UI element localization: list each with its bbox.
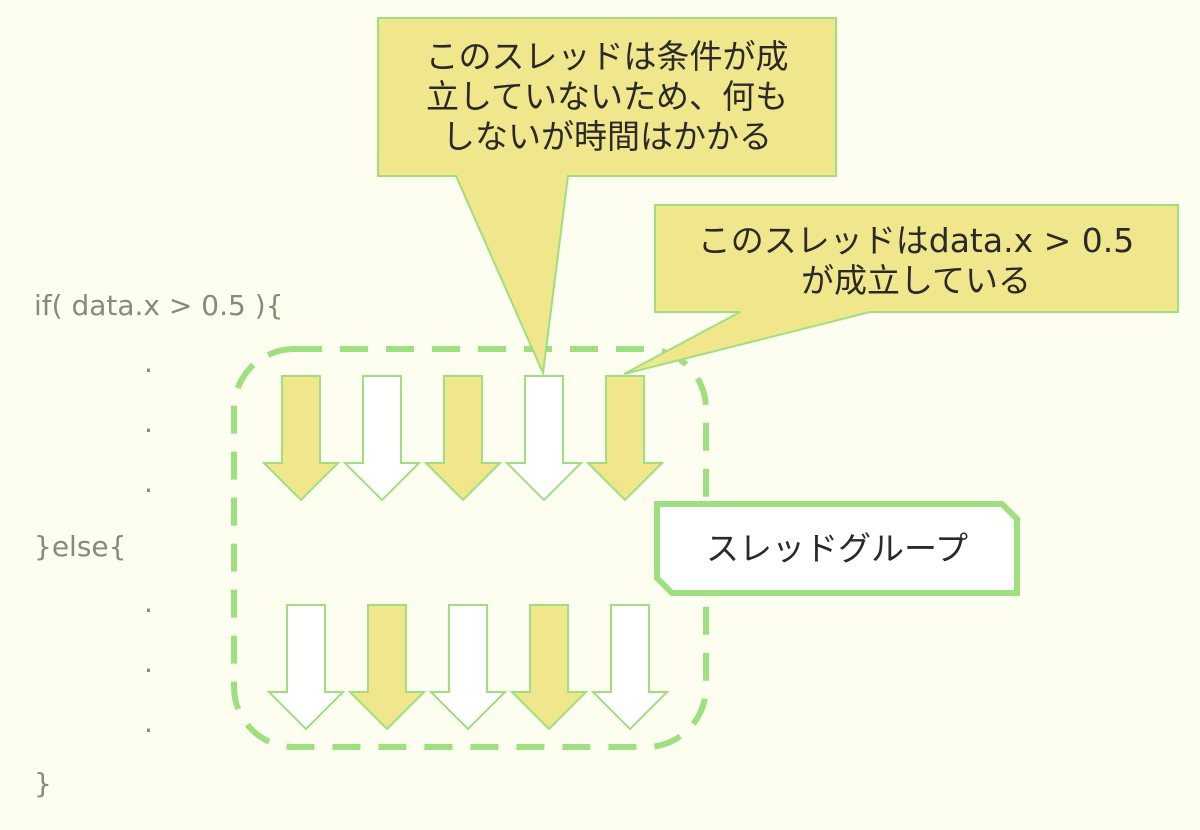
thread-arrow-active xyxy=(261,375,341,502)
thread-arrow-active xyxy=(585,375,665,502)
thread-arrows xyxy=(261,375,670,731)
code-line-if: if( data.x > 0.5 ){ xyxy=(34,289,283,322)
code-block: if( data.x > 0.5 ){ . . . }else{ . . . } xyxy=(34,289,283,800)
callout-active-thread: このスレッドはdata.x > 0.5 が成立している xyxy=(623,204,1179,375)
thread-arrow-inactive xyxy=(504,375,584,502)
code-line-dot: . xyxy=(144,706,153,739)
thread-arrow-active xyxy=(423,375,503,502)
code-line-dot: . xyxy=(144,466,153,499)
thread-group-label-text: スレッドグループ xyxy=(706,529,968,568)
code-line-close: } xyxy=(34,767,52,800)
thread-arrow-inactive xyxy=(266,604,346,731)
thread-arrow-inactive xyxy=(590,604,670,731)
thread-arrow-active xyxy=(347,604,427,731)
callout-inactive-thread: このスレッドは条件が成 立していないため、何も しないが時間はかかる xyxy=(377,17,837,377)
thread-group-label: スレッドグループ xyxy=(654,501,1020,596)
code-line-else: }else{ xyxy=(34,530,126,563)
thread-group-border xyxy=(231,346,709,750)
callout-inactive-shape xyxy=(377,17,837,377)
callout-active-line: が成立している xyxy=(801,261,1031,300)
code-line-dot: . xyxy=(144,346,153,379)
callout-active-line: このスレッドはdata.x > 0.5 xyxy=(698,221,1134,260)
thread-group-label-box xyxy=(654,501,1020,596)
callout-inactive-line: 立していないため、何も xyxy=(426,77,788,116)
callout-active-shape xyxy=(623,204,1179,375)
thread-arrow-active xyxy=(509,604,589,731)
code-line-dot: . xyxy=(144,586,153,619)
thread-arrow-inactive xyxy=(342,375,422,502)
callout-inactive-line: このスレッドは条件が成 xyxy=(426,37,789,76)
callout-inactive-line: しないが時間はかかる xyxy=(442,117,772,156)
thread-arrow-inactive xyxy=(428,604,508,731)
code-line-dot: . xyxy=(144,646,153,679)
code-line-dot: . xyxy=(144,406,153,439)
